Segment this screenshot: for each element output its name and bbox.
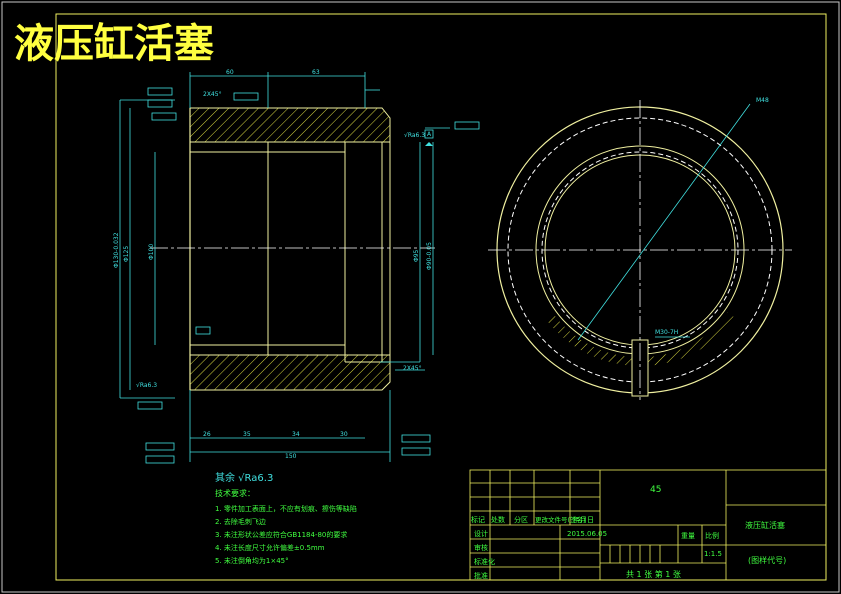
datum-triangle bbox=[425, 142, 433, 146]
inner-frame bbox=[55, 13, 827, 581]
dim-top-left: 60 bbox=[226, 69, 234, 76]
design-date: 2015.06.05 bbox=[567, 530, 607, 538]
dim-thread-label: M30-7H bbox=[655, 329, 678, 336]
dim-roughness-left: √Ra6.3 bbox=[136, 382, 157, 389]
dim-top-right: 63 bbox=[312, 69, 320, 76]
note-item-2: 2. 去除毛刺飞边 bbox=[215, 517, 266, 526]
title-block bbox=[469, 469, 827, 581]
thread-hatch bbox=[545, 312, 735, 367]
dim-chamfer-bottom: 2X45° bbox=[403, 365, 422, 372]
dim-left-diameter-1: Φ130-0.032 bbox=[113, 232, 120, 268]
hatch-top bbox=[189, 107, 391, 143]
dim-bottom-2: 35 bbox=[243, 431, 251, 438]
dim-chamfer-top: 2X45° bbox=[203, 91, 222, 98]
roughness-note: 其余 √Ra6.3 bbox=[215, 471, 273, 484]
note-item-5: 5. 未注倒角均为1×45° bbox=[215, 556, 289, 565]
title-block-text: 45 液压缸活塞 (图样代号) 标记 处数 分区 更改文件号(签名) 年月日 设… bbox=[471, 485, 786, 580]
dim-roughness-right: √Ra6.3 bbox=[404, 132, 425, 139]
scale-label: 比例 bbox=[705, 531, 719, 540]
dim-total-length: 150 bbox=[285, 453, 297, 460]
dimensions bbox=[119, 72, 450, 462]
tolerance-frames bbox=[137, 87, 480, 464]
row-label-approve: 批准 bbox=[474, 571, 488, 580]
row-label-review: 审核 bbox=[474, 543, 488, 552]
dim-bottom-1: 26 bbox=[203, 431, 211, 438]
technical-notes: 其余 √Ra6.3 技术要求： 1. 零件加工表面上，不应有划痕、擦伤等缺陷 2… bbox=[215, 471, 357, 565]
end-view bbox=[488, 100, 792, 400]
dim-right-diameter-2: Φ90-0.05 bbox=[426, 242, 433, 270]
note-item-1: 1. 零件加工表面上，不应有划痕、擦伤等缺陷 bbox=[215, 504, 357, 513]
hatch-bottom bbox=[189, 354, 391, 391]
dim-datum: A bbox=[427, 131, 432, 138]
part-name: 液压缸活塞 bbox=[745, 520, 785, 530]
drawing-number: (图样代号) bbox=[748, 555, 786, 565]
header-label-1: 标记 bbox=[471, 515, 485, 524]
sheet-count: 共 1 张 第 1 张 bbox=[626, 569, 681, 579]
row-label-design: 设计 bbox=[474, 529, 488, 538]
header-label-3: 分区 bbox=[514, 515, 528, 524]
section-view bbox=[150, 107, 435, 391]
drawing-title: 液压缸活塞 bbox=[14, 21, 214, 67]
notes-heading: 技术要求： bbox=[215, 488, 255, 498]
dim-circle-label: M48 bbox=[756, 97, 769, 104]
dim-right-diameter-1: Φ95 bbox=[413, 249, 420, 262]
row-label-standard: 标准化 bbox=[474, 557, 495, 566]
dim-bottom-3: 34 bbox=[292, 431, 300, 438]
dimension-labels: 60 63 26 35 34 30 150 2X45° 2X45° A √Ra6… bbox=[113, 69, 769, 460]
header-label-2: 处数 bbox=[491, 515, 505, 524]
material: 45 bbox=[650, 485, 661, 495]
dim-left-diameter-2: Φ125 bbox=[123, 246, 130, 262]
leader-line bbox=[577, 103, 751, 341]
scale-value: 1:1.5 bbox=[704, 550, 722, 558]
weight-label: 重量 bbox=[681, 532, 695, 540]
dim-left-diameter-3: Φ100 bbox=[148, 244, 155, 260]
note-item-3: 3. 未注形状公差应符合GB1184-80的要求 bbox=[215, 530, 347, 539]
header-label-5: 年月日 bbox=[573, 515, 594, 524]
note-item-4: 4. 未注长度尺寸允许偏差±0.5mm bbox=[215, 543, 325, 552]
header-label-4: 更改文件号(签名) bbox=[535, 515, 586, 524]
dim-bottom-4: 30 bbox=[340, 431, 348, 438]
